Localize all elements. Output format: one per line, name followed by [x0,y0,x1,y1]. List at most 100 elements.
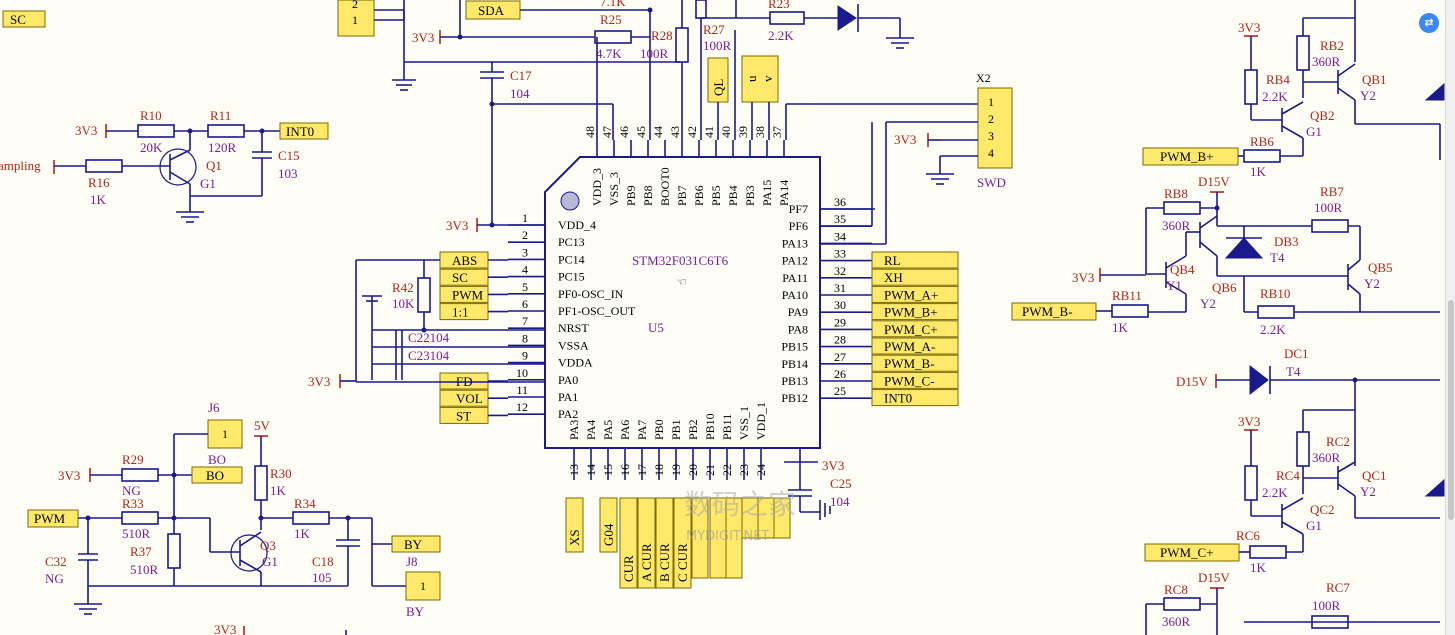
pin-num-left-10: 10 [516,366,528,380]
resistor-r23 [769,11,805,25]
net-label-pwm-c- [871,320,959,338]
r23-val: 2.2K [768,28,794,43]
rb10-ref: RB10 [1260,286,1290,301]
vertical-scrollbar[interactable] [1445,0,1455,635]
pin-name-pa0: PA0 [558,373,578,387]
pin-num-top-48: 48 [583,126,597,138]
c25-val: 104 [830,494,850,509]
r30-val: 1K [270,483,287,498]
rc4-ref: RC4 [1276,468,1300,483]
qb4-ref: QB4 [1170,262,1195,277]
q3-val: G1 [262,554,278,569]
pin-name-pb3: PB3 [743,185,757,206]
scrollbar-thumb[interactable] [1448,300,1454,520]
pin-name-pa10: PA10 [782,288,808,302]
net-label-sc [2,10,46,28]
r10-ref: R10 [140,108,162,123]
pin-name-pb6: PB6 [692,185,706,206]
pin-num-left-1: 1 [522,211,528,225]
j-top-pin2: 2 [352,0,358,11]
resistor-r10 [137,124,175,138]
driver-c-d15v: D15V [1176,374,1208,389]
cursor-hand-icon: ☜ [676,275,687,289]
translate-icon[interactable]: ⇄ [1419,13,1439,33]
net-text-bottom-0: XS [567,529,582,546]
net-text-left-3: 1:1 [452,305,469,320]
r37-val: 510R [130,562,159,577]
rb2-ref: RB2 [1320,38,1344,53]
j8-pin: 1 [420,579,426,593]
watermark-sub: MYDIGIT.NET [686,529,769,544]
pin-name-pf6: PF6 [789,219,808,233]
net-text-left2-1: VOL [456,391,483,406]
resistor-rc2 [1296,431,1310,467]
pin-num-right-29: 29 [834,315,846,329]
diode-qb-top [1424,82,1445,101]
pin-num-top-39: 39 [736,126,750,138]
net-label-by [391,535,441,553]
pin-num-left-8: 8 [522,331,528,345]
chip-ref: U5 [648,320,664,335]
r16-val: 1K [90,192,107,207]
r-top-partial-label: 7.1K [600,0,626,9]
pin-num-right-30: 30 [834,298,846,312]
swd-connector [977,87,1013,169]
bo-supply-bottom: 3V3 [214,622,236,635]
r42-ref: R42 [392,280,414,295]
ground-symbol-nrst [362,295,382,380]
diode-qc-top [1424,478,1445,497]
r37-ref: R37 [130,544,152,559]
resistor-rc8 [1163,597,1201,611]
net-label-pwm-a- [871,337,959,355]
pin-num-top-46: 46 [617,126,631,138]
net-label-bottom-0 [565,497,584,553]
qc2-val: G1 [1306,518,1322,533]
c22-label: C22104 [408,330,450,345]
net-sda-text: SDA [478,3,505,18]
driver-c-supply: 3V3 [1238,414,1260,429]
r42-val: 10K [392,296,415,311]
resistor-rb10 [1257,305,1295,319]
net-text-left-1: SC [452,270,468,285]
swd-pin-4: 4 [988,146,994,160]
net-label-pwm-c- [871,371,959,389]
pin-num-top-44: 44 [651,126,665,138]
rc2-val: 360R [1312,450,1341,465]
rb6-ref: RB6 [1250,134,1274,149]
dc1-val: T4 [1286,364,1301,379]
pin-num-right-27: 27 [834,350,846,364]
qb5-val: Y2 [1364,276,1380,291]
diode-top [837,5,857,31]
rb10-val: 2.2K [1260,322,1286,337]
pin-name-pf7: PF7 [789,202,808,216]
ground-symbol-c25 [819,500,831,520]
pin-name-pb4: PB4 [726,185,740,206]
pin-name-pa4: PA4 [584,420,598,440]
pin-name-pb10: PB10 [703,413,717,440]
net-label-xh [871,268,959,286]
pin-num-left-3: 3 [522,245,528,259]
rc2-ref: RC2 [1326,434,1350,449]
r28-val: 100R [640,46,669,61]
pin-num-left-6: 6 [522,297,528,311]
resistor-rc4 [1244,465,1258,501]
net-text-1: XH [884,270,903,285]
diode-db3 [1224,237,1264,259]
pin-name-pa3: PA3 [567,420,581,440]
bo-label-1: BO [208,452,226,467]
pin-num-right-34: 34 [834,229,846,243]
pin-name-pc14: PC14 [558,252,585,266]
net-label-int0-left [279,122,329,140]
r10-val: 20K [140,140,163,155]
int0-net-text: INT0 [286,124,314,139]
pin-name-vdda: VDDA [558,356,593,370]
pin-name-vss_1: VSS_1 [737,406,751,440]
r29-ref: R29 [122,452,144,467]
c15-val: 103 [278,166,298,181]
resistor-rc6 [1249,545,1287,559]
net-label-pwm-b- [871,303,959,321]
pin-num-left-9: 9 [522,349,528,363]
driver-c-d15v2: D15V [1198,570,1230,585]
qb1-val: Y2 [1360,88,1376,103]
